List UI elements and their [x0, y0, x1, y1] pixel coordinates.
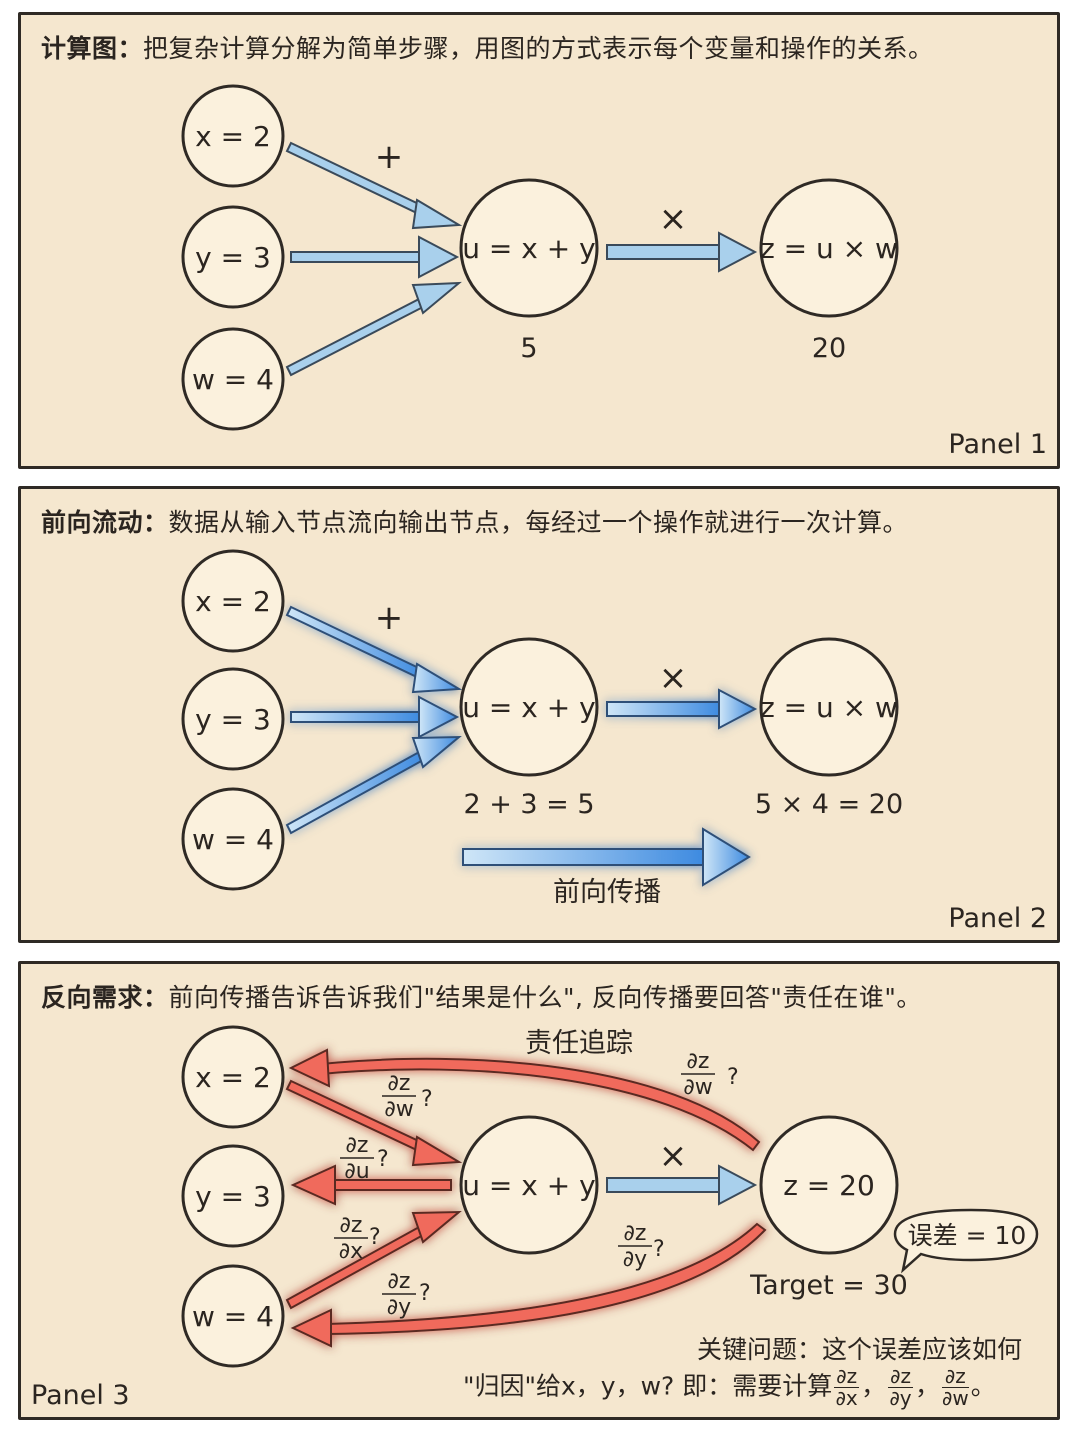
u-value: 2 + 3 = 5: [463, 789, 594, 820]
arrow-trace-z-to-x: [288, 1048, 761, 1152]
node-y: [181, 1144, 285, 1248]
op-plus: +: [375, 137, 404, 177]
arrow-u-to-z: [606, 231, 758, 273]
panel3-heading: 反向需求：前向传播告诉告诉我们"结果是什么", 反向传播要回答"责任在谁"。: [41, 983, 922, 1012]
svg-text:∂z: ∂z: [388, 1269, 411, 1294]
node-x-label: x = 2: [195, 120, 271, 153]
arrow-w-to-u-red: [285, 1210, 462, 1310]
node-y: [181, 205, 285, 309]
grad-dz-dy-right: ∂z ∂y ?: [618, 1221, 665, 1272]
svg-text:∂u: ∂u: [344, 1159, 369, 1184]
error-bubble-text: 误差 = 10: [908, 1221, 1027, 1250]
computation-graph-diagram: x = 2 y = 3 w = 4 u = x + y z = u × w + …: [181, 84, 899, 431]
node-z-label: z = 20: [783, 1169, 875, 1202]
node-x: [181, 84, 285, 188]
node-w-label: w = 4: [192, 823, 274, 856]
svg-text:∂z: ∂z: [340, 1213, 363, 1238]
node-u-label: u = x + y: [462, 232, 595, 265]
panel2-heading: 前向流动：数据从输入节点流向输出节点，每经过一个操作就进行一次计算。: [41, 508, 909, 537]
node-u-label: u = x + y: [462, 1169, 595, 1202]
grad-dz-dy-bottom: ∂z ∂y ?: [382, 1269, 431, 1320]
node-z: [759, 637, 899, 777]
op-plus: +: [375, 598, 404, 638]
node-x: [181, 1025, 285, 1129]
node-w: [181, 1264, 285, 1368]
arrow-w-to-u: [285, 281, 462, 377]
panel1-heading: 计算图：把复杂计算分解为简单步骤，用图的方式表示每个变量和操作的关系。: [41, 34, 934, 63]
node-w: [181, 327, 285, 431]
arrow-u-to-z: [606, 688, 758, 730]
op-times: ×: [659, 199, 688, 239]
arrow-x-to-u: [285, 141, 463, 230]
arrow-forward-propagation: [462, 827, 751, 887]
node-u: [459, 637, 599, 777]
svg-text:∂x: ∂x: [339, 1239, 363, 1264]
panel2-label: Panel 2: [948, 903, 1047, 934]
svg-text:∂w: ∂w: [683, 1075, 712, 1100]
node-z-label: z = u × w: [760, 691, 898, 724]
panel1-label: Panel 1: [948, 429, 1047, 460]
panel3-label: Panel 3: [31, 1380, 130, 1411]
svg-text:∂z: ∂z: [388, 1071, 411, 1096]
node-w-label: w = 4: [192, 1300, 274, 1333]
svg-text:?: ?: [421, 1087, 433, 1112]
arrow-w-to-u: [285, 735, 462, 835]
svg-text:∂w: ∂w: [384, 1097, 413, 1122]
node-w-label: w = 4: [192, 363, 274, 396]
node-u: [459, 178, 599, 318]
panel-backward-need: 反向需求：前向传播告诉告诉我们"结果是什么", 反向传播要回答"责任在谁"。: [18, 961, 1060, 1420]
svg-text:∂z: ∂z: [687, 1049, 710, 1074]
node-w: [181, 787, 285, 891]
arrow-u-to-y-red: [290, 1164, 452, 1206]
svg-text:?: ?: [727, 1065, 739, 1090]
arrow-u-to-z: [606, 1164, 758, 1206]
node-y-label: y = 3: [195, 703, 271, 736]
key-question-line1: 关键问题：这个误差应该如何: [697, 1335, 1023, 1364]
backward-diagram: x = 2 y = 3 w = 4 u = x + y z = 20 × 责任追…: [181, 1025, 1039, 1368]
u-value: 5: [520, 333, 537, 364]
node-u: [459, 1115, 599, 1255]
panel-computation-graph: 计算图：把复杂计算分解为简单步骤，用图的方式表示每个变量和操作的关系。 x = …: [18, 12, 1060, 469]
arrow-trace-z-to-w: [290, 1222, 767, 1348]
trace-label: 责任追踪: [525, 1028, 633, 1059]
arrow-y-to-u: [290, 695, 460, 739]
node-z: [759, 178, 899, 318]
z-value: 5 × 4 = 20: [755, 789, 903, 820]
key-question-line2: "归因"给x，y，w? 即：需要计算∂z∂x，∂z∂y，∂z∂w。: [463, 1364, 996, 1410]
forward-flow-diagram: x = 2 y = 3 w = 4 u = x + y z = u × w + …: [181, 549, 903, 908]
grad-dz-dw-top: ∂z ∂w ?: [681, 1049, 739, 1100]
node-x-label: x = 2: [195, 585, 271, 618]
svg-text:∂z: ∂z: [624, 1221, 647, 1246]
z-value: 20: [812, 333, 846, 364]
svg-text:?: ?: [377, 1147, 389, 1172]
node-y-label: y = 3: [195, 1180, 271, 1213]
svg-text:?: ?: [369, 1225, 381, 1250]
grad-dz-dw-left: ∂z ∂w ?: [382, 1071, 433, 1122]
arrow-x-to-u-red: [285, 1079, 463, 1167]
node-y-label: y = 3: [195, 241, 271, 274]
node-y: [181, 667, 285, 771]
svg-text:∂y: ∂y: [623, 1247, 647, 1272]
node-z-label: z = u × w: [760, 232, 898, 265]
grad-dz-dx: ∂z ∂x ?: [334, 1213, 381, 1264]
target-label: Target = 30: [749, 1270, 908, 1301]
panel-forward-flow: 前向流动：数据从输入节点流向输出节点，每经过一个操作就进行一次计算。: [18, 486, 1060, 943]
svg-text:∂y: ∂y: [387, 1295, 411, 1320]
forward-propagation-label: 前向传播: [553, 877, 661, 908]
error-bubble: 误差 = 10: [893, 1208, 1039, 1274]
node-x: [181, 549, 285, 653]
grad-dz-du: ∂z ∂u ?: [340, 1133, 389, 1184]
node-x-label: x = 2: [195, 1061, 271, 1094]
arrow-y-to-u: [290, 235, 460, 279]
node-z: [759, 1115, 899, 1255]
op-times: ×: [659, 658, 688, 698]
svg-text:?: ?: [419, 1281, 431, 1306]
node-u-label: u = x + y: [462, 691, 595, 724]
svg-text:∂z: ∂z: [346, 1133, 369, 1158]
arrow-x-to-u: [285, 605, 463, 694]
op-times: ×: [659, 1136, 688, 1176]
svg-text:?: ?: [653, 1237, 665, 1262]
